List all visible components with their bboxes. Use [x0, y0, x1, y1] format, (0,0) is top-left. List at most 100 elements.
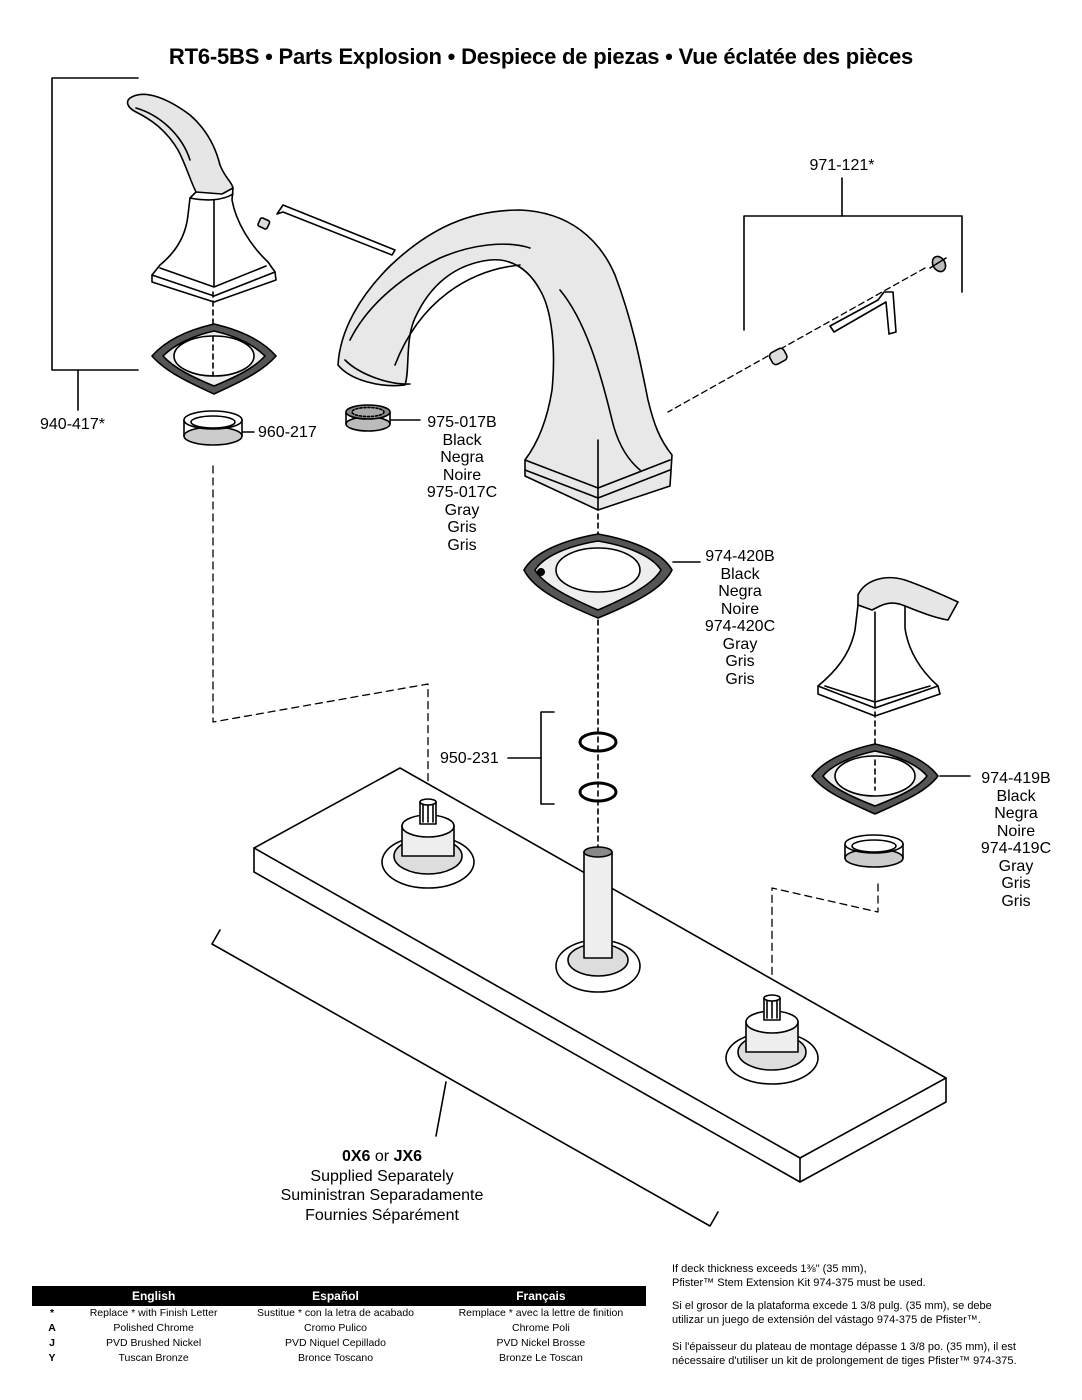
- valve-body-line: Suministran Separadamente: [280, 1187, 484, 1204]
- legend-code: J: [49, 1337, 55, 1349]
- right-set-screw: [929, 255, 947, 273]
- label-handle-gasket: 974-419B Black Negra Noire 974-419C Gray…: [966, 770, 1066, 910]
- legend-header-francais: Français: [435, 1286, 646, 1306]
- right-valve-cartridge: [725, 994, 819, 1085]
- spout-shank: [555, 846, 641, 993]
- label-aerator: 975-017B Black Negra Noire 975-017C Gray…: [410, 414, 514, 554]
- legend-header-english: English: [72, 1286, 236, 1306]
- legend-header-code: [32, 1286, 72, 1306]
- left-sleeve: [183, 410, 255, 446]
- label-960-217: 960-217: [258, 424, 317, 441]
- spout-gasket: [523, 533, 701, 619]
- spout-gasket-line: Gray: [722, 635, 758, 653]
- legend-espanol: Cromo Pulico: [303, 1322, 368, 1334]
- left-lever-handle: [126, 93, 277, 303]
- legend-row: J PVD Brushed Nickel PVD Niquel Cepillad…: [32, 1336, 646, 1351]
- spout-gasket-line: Gris: [725, 653, 755, 670]
- aerator-line: Gris: [447, 536, 477, 554]
- valve-code-b: JX6: [393, 1148, 423, 1165]
- valve-body-code: 0X6 or JX6: [260, 1147, 504, 1167]
- handle-gasket-line: Gray: [998, 857, 1034, 875]
- o-ring-upper: [578, 731, 618, 753]
- right-lever-handle: [817, 576, 959, 717]
- right-handle-gasket: [811, 743, 971, 815]
- legend-header-espanol: Español: [235, 1286, 436, 1306]
- valve-body-bracket: [211, 929, 719, 1227]
- note-line: Si el grosor de la plataforma excede 1 3…: [672, 1300, 992, 1312]
- note-line: Pfister™ Stem Extension Kit 974-375 must…: [672, 1277, 926, 1289]
- handle-gasket-line: Black: [996, 787, 1036, 805]
- label-950-231: 950-231: [440, 750, 499, 767]
- label-971-121: 971-121*: [809, 157, 875, 174]
- valve-body-line: Supplied Separately: [310, 1167, 454, 1185]
- hex-key-sleeve: [768, 347, 788, 366]
- legend-row: * Replace * with Finish Letter Sustitue …: [32, 1306, 646, 1321]
- aerator-line: Black: [442, 431, 482, 449]
- note-english: If deck thickness exceeds 1⅜" (35 mm), P…: [672, 1262, 1072, 1290]
- valve-code-a: 0X6: [341, 1148, 371, 1165]
- legend-espanol: Sustitue * con la letra de acabado: [256, 1307, 415, 1319]
- valve-body-line: Fournies Séparément: [305, 1206, 459, 1224]
- legend-english: Polished Chrome: [113, 1322, 194, 1334]
- handle-gasket-line: Gris: [1001, 875, 1031, 892]
- legend-espanol: PVD Niquel Cepillado: [285, 1337, 386, 1349]
- o-ring-lower: [578, 781, 618, 803]
- set-screw-kit-bracket: [743, 177, 963, 331]
- o-ring-bracket: [507, 711, 555, 805]
- right-sleeve: [844, 834, 904, 868]
- handle-gasket-line: Noire: [996, 822, 1036, 840]
- note-spanish: Si el grosor de la plataforma excede 1 3…: [672, 1299, 1072, 1327]
- aerator: [345, 404, 421, 432]
- legend-row: A Polished Chrome Cromo Pulico Chrome Po…: [32, 1321, 646, 1336]
- page-title: RT6-5BS • Parts Explosion • Despiece de …: [168, 44, 914, 69]
- right-hex-key: [829, 291, 897, 335]
- spout-gasket-line: 974-420B: [705, 548, 775, 565]
- aerator-line: Gris: [447, 519, 477, 536]
- spout-gasket-line: Noire: [720, 600, 760, 618]
- legend-francais: Remplace * avec la lettre de finition: [458, 1307, 624, 1319]
- spout-gasket-line: 974-420C: [704, 618, 776, 635]
- spout-gasket-line: Black: [720, 565, 760, 583]
- legend-code: A: [48, 1322, 56, 1334]
- aerator-line: 975-017C: [426, 484, 498, 501]
- aerator-line: Gray: [444, 501, 480, 519]
- aerator-line: Noire: [442, 466, 482, 484]
- handle-gasket-line: Negra: [994, 805, 1038, 822]
- legend-english: PVD Brushed Nickel: [106, 1337, 202, 1349]
- legend-francais: Chrome Poli: [512, 1322, 570, 1334]
- aerator-line: Negra: [440, 449, 484, 466]
- legend-code: *: [49, 1307, 55, 1319]
- handle-gasket-line: 974-419B: [981, 770, 1051, 787]
- note-line: utilizar un juego de extensión del vásta…: [672, 1314, 981, 1326]
- note-french: Si l'épaisseur du plateau de montage dép…: [672, 1340, 1072, 1368]
- aerator-line: 975-017B: [427, 414, 497, 431]
- left-set-screw: [257, 217, 271, 230]
- legend-english: Tuscan Bronze: [118, 1352, 189, 1364]
- label-spout-gasket: 974-420B Black Negra Noire 974-420C Gray…: [690, 548, 790, 688]
- note-line: If deck thickness exceeds 1⅜" (35 mm),: [672, 1263, 867, 1275]
- left-handle-gasket: [151, 323, 277, 395]
- legend-row: Y Tuscan Bronze Bronce Toscano Bronze Le…: [32, 1351, 646, 1366]
- legend-francais: PVD Nickel Brosse: [496, 1337, 586, 1349]
- note-line: Si l'épaisseur du plateau de montage dép…: [672, 1341, 1016, 1353]
- spout-gasket-line: Gris: [725, 670, 755, 688]
- spout: [337, 209, 673, 511]
- label-valve-body: 0X6 or JX6 Supplied Separately Suministr…: [260, 1147, 504, 1225]
- legend-header-row: English Español Français: [32, 1286, 646, 1306]
- handle-gasket-line: Gris: [1001, 892, 1031, 910]
- legend-espanol: Bronce Toscano: [297, 1352, 374, 1364]
- label-940-417: 940-417*: [40, 416, 105, 433]
- finish-legend-table: English Español Français * Replace * wit…: [32, 1286, 646, 1366]
- legend-english: Replace * with Finish Letter: [89, 1307, 218, 1319]
- note-line: nécessaire d'utiliser un kit de prolonge…: [672, 1355, 1017, 1367]
- valve-code-or: or: [374, 1148, 390, 1165]
- handle-kit-bracket-left: [51, 77, 139, 411]
- left-valve-cartridge: [381, 798, 475, 889]
- legend-code: Y: [48, 1352, 56, 1364]
- handle-gasket-line: 974-419C: [980, 840, 1052, 857]
- left-assembly-dashed-path: [212, 465, 429, 809]
- left-hex-key: [276, 204, 396, 256]
- right-assembly-dashed-path: [771, 883, 879, 1001]
- spout-gasket-line: Negra: [718, 583, 762, 600]
